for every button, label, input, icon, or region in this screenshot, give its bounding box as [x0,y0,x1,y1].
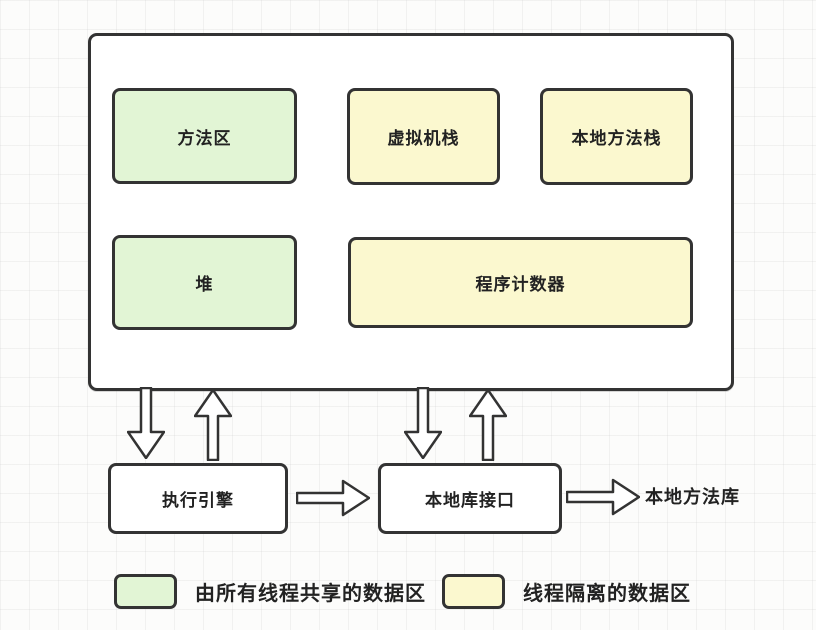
native-library-interface-box: 本地库接口 [378,463,562,534]
legend-isolated-label: 线程隔离的数据区 [523,583,691,605]
right-arrow-icon [566,478,640,516]
native-method-stack-box: 本地方法栈 [540,88,693,185]
up-arrow-icon [469,389,507,461]
native-method-stack-label: 本地方法栈 [571,129,662,148]
vm-stack-label: 虚拟机栈 [387,129,460,148]
legend-isolated-swatch [442,574,505,609]
method-area-label: 方法区 [177,128,232,148]
right-arrow-icon [296,479,370,517]
execution-engine-label: 执行引擎 [162,491,234,510]
legend-shared: 由所有线程共享的数据区 [114,574,426,609]
up-arrow-icon [194,389,232,461]
heap-label: 堆 [195,275,214,294]
native-method-library-label: 本地方法库 [645,487,740,507]
legend-shared-swatch [114,574,177,609]
heap-box: 堆 [112,235,297,330]
down-arrow-icon [404,387,442,459]
legend-shared-label: 由所有线程共享的数据区 [195,583,426,605]
native-library-interface-label: 本地库接口 [425,491,515,510]
execution-engine-box: 执行引擎 [108,463,288,534]
legend-isolated: 线程隔离的数据区 [442,574,691,609]
method-area-box: 方法区 [112,88,297,184]
down-arrow-icon [127,387,165,459]
program-counter-box: 程序计数器 [348,237,693,328]
program-counter-label: 程序计数器 [475,275,566,294]
vm-stack-box: 虚拟机栈 [347,88,500,185]
runtime-data-area-container [88,33,734,391]
